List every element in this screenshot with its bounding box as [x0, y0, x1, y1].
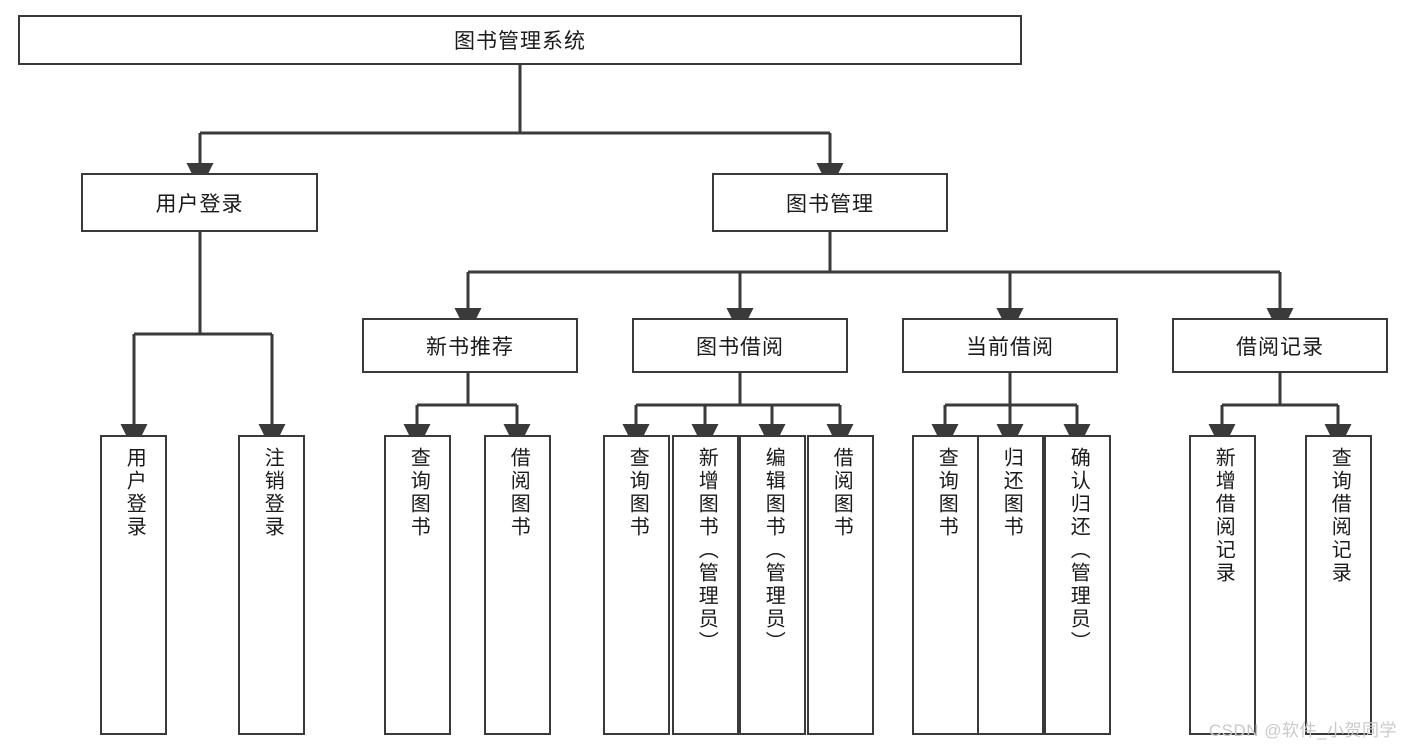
- leaf-borrow-query-book-label: 查询图书: [626, 447, 649, 539]
- leaf-query-borrow-record[interactable]: 查询借阅记录: [1305, 435, 1372, 735]
- leaf-user-login[interactable]: 用户登录: [100, 435, 167, 735]
- node-borrow-record[interactable]: 借阅记录: [1172, 318, 1388, 373]
- node-book-borrow[interactable]: 图书借阅: [632, 318, 848, 373]
- leaf-return-book-label: 归还图书: [1000, 447, 1023, 539]
- leaf-current-query-book[interactable]: 查询图书: [912, 435, 979, 735]
- leaf-confirm-return-admin-label: 确认归还（管理员）: [1067, 447, 1090, 654]
- node-new-book-recommend[interactable]: 新书推荐: [362, 318, 578, 373]
- leaf-logout-label: 注销登录: [261, 447, 284, 539]
- node-root-label: 图书管理系统: [454, 30, 586, 53]
- leaf-return-book[interactable]: 归还图书: [977, 435, 1044, 735]
- watermark: CSDN @软件_小贺同学: [1208, 721, 1397, 740]
- leaf-borrow-query-book[interactable]: 查询图书: [603, 435, 670, 735]
- node-borrow-record-label: 借阅记录: [1236, 335, 1324, 359]
- leaf-edit-book-admin[interactable]: 编辑图书（管理员）: [739, 435, 806, 735]
- leaf-borrow-book-label: 借阅图书: [830, 447, 853, 539]
- leaf-user-login-label: 用户登录: [123, 447, 146, 539]
- leaf-query-borrow-record-label: 查询借阅记录: [1328, 447, 1351, 585]
- leaf-add-borrow-record-label: 新增借阅记录: [1212, 447, 1235, 585]
- node-book-management[interactable]: 图书管理: [712, 173, 948, 232]
- leaf-logout[interactable]: 注销登录: [238, 435, 305, 735]
- node-user-login-label: 用户登录: [155, 192, 244, 216]
- leaf-add-book-admin-label: 新增图书（管理员）: [695, 447, 718, 654]
- leaf-newbook-borrow-book[interactable]: 借阅图书: [484, 435, 551, 735]
- leaf-newbook-query-book[interactable]: 查询图书: [384, 435, 451, 735]
- leaf-borrow-book[interactable]: 借阅图书: [807, 435, 874, 735]
- leaf-confirm-return-admin[interactable]: 确认归还（管理员）: [1044, 435, 1111, 735]
- leaf-current-query-book-label: 查询图书: [935, 447, 958, 539]
- node-new-book-recommend-label: 新书推荐: [426, 335, 514, 359]
- node-book-borrow-label: 图书借阅: [696, 335, 784, 359]
- node-current-borrow[interactable]: 当前借阅: [902, 318, 1118, 373]
- node-root[interactable]: 图书管理系统: [18, 15, 1022, 65]
- leaf-edit-book-admin-label: 编辑图书（管理员）: [762, 447, 785, 654]
- node-current-borrow-label: 当前借阅: [966, 335, 1054, 359]
- leaf-newbook-borrow-book-label: 借阅图书: [507, 447, 530, 539]
- leaf-add-book-admin[interactable]: 新增图书（管理员）: [672, 435, 739, 735]
- node-user-login[interactable]: 用户登录: [81, 173, 318, 232]
- node-book-management-label: 图书管理: [786, 192, 874, 216]
- leaf-add-borrow-record[interactable]: 新增借阅记录: [1189, 435, 1256, 735]
- leaf-newbook-query-book-label: 查询图书: [407, 447, 430, 539]
